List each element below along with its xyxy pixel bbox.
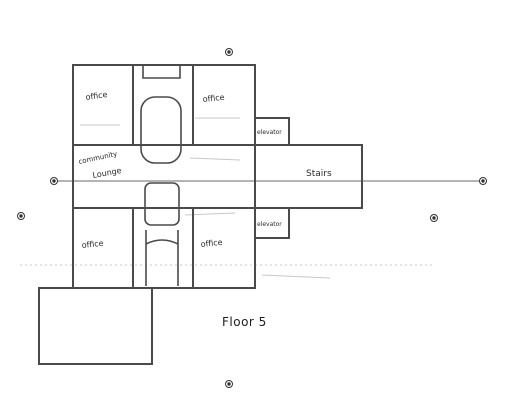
marker-left-axis: [50, 177, 58, 185]
marker-bottom: [225, 380, 233, 388]
marker-left-mid: [17, 212, 25, 220]
label-community-line1: community: [78, 150, 118, 166]
bottom-corridor-lines: [145, 230, 179, 286]
marker-top: [225, 48, 233, 56]
label-elevator-bottom: elevator: [257, 221, 282, 228]
marker-right-mid: [430, 214, 438, 222]
building-walls: [38, 64, 363, 365]
marker-right-axis: [479, 177, 487, 185]
label-community-line2: Lounge: [92, 166, 123, 180]
top-corridor-opening: [140, 96, 182, 164]
label-office-bottom-right: office: [200, 238, 223, 249]
label-office-top-right: office: [202, 93, 225, 104]
floor-caption: Floor 5: [222, 315, 267, 329]
faint-mark: [261, 274, 331, 279]
top-corridor-cap: [142, 65, 181, 79]
corridor-details: [140, 65, 182, 286]
faint-ghost-lines: [20, 117, 435, 279]
faint-mark: [189, 157, 241, 161]
label-office-top-left: office: [85, 90, 108, 102]
stairs-block: [254, 144, 363, 209]
label-elevator-top: elevator: [257, 129, 282, 136]
center-corridor-opening: [144, 182, 180, 226]
reference-markers: [17, 48, 487, 388]
lower-annex-block: [38, 287, 153, 365]
label-office-bottom-left: office: [81, 239, 104, 250]
bottom-corridor-curve: [145, 239, 179, 245]
label-stairs: Stairs: [306, 169, 332, 179]
